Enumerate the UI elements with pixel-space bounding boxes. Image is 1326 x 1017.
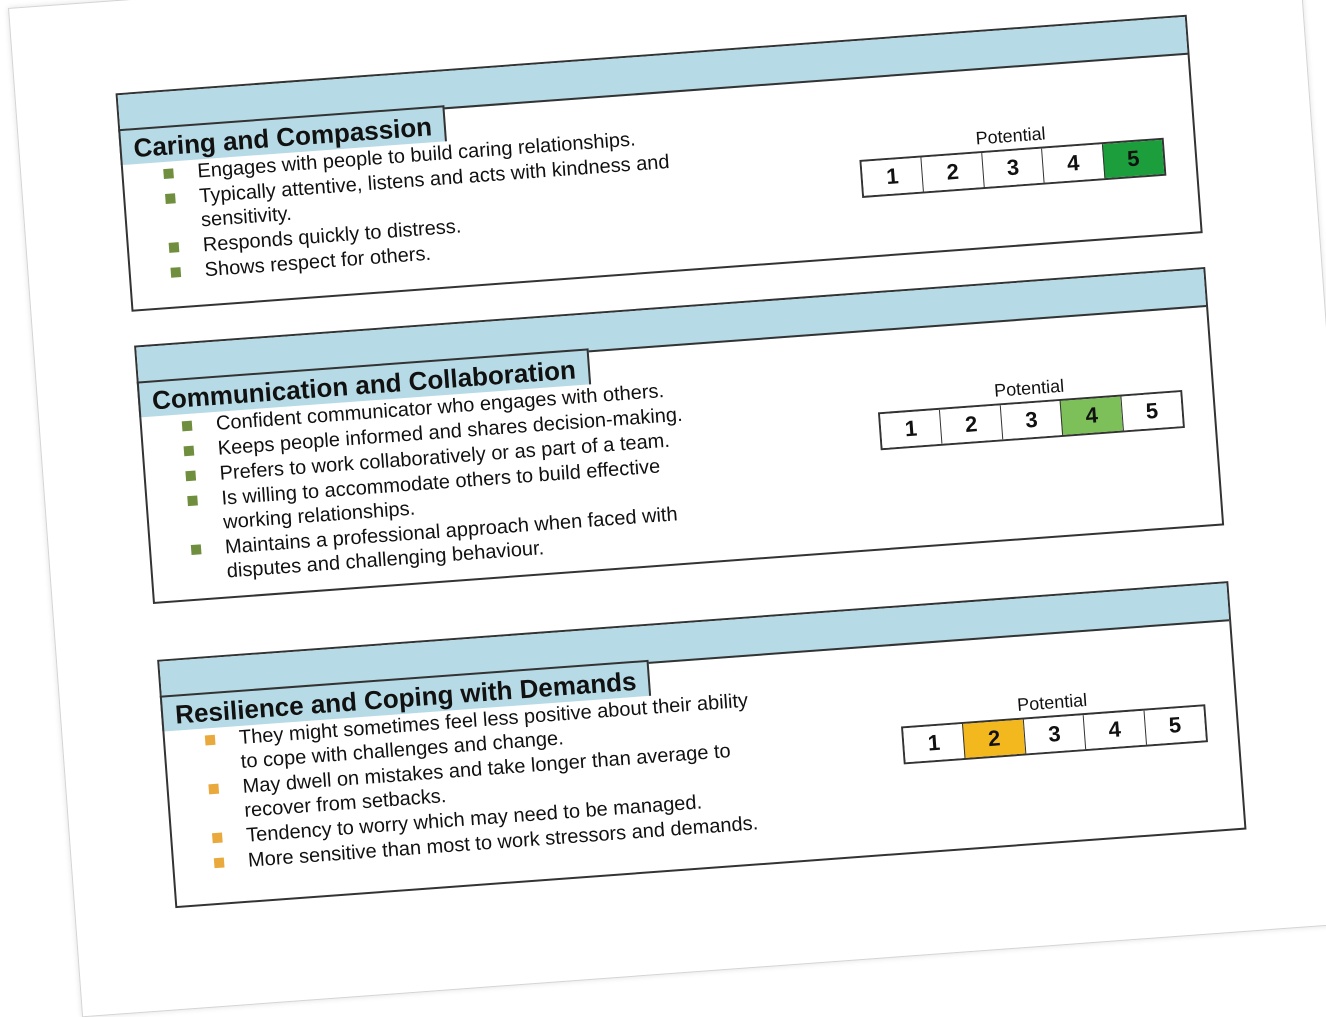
potential-cell-5: 5 (1143, 706, 1206, 745)
bullet-square-icon (183, 445, 195, 457)
potential-cell-5: 5 (1101, 139, 1165, 179)
potential-cell-1: 1 (880, 409, 942, 449)
bullet-square-icon (190, 544, 202, 556)
potential-cell-2: 2 (962, 719, 1026, 758)
bullet-square-icon (170, 267, 182, 278)
potential-cell-4: 4 (1059, 396, 1123, 435)
potential-cell-4: 4 (1082, 710, 1146, 750)
potential-cell-2: 2 (939, 405, 1003, 444)
bullet-square-icon (208, 783, 220, 795)
bullet-square-icon (168, 242, 180, 253)
bullet-square-icon (211, 832, 223, 844)
potential-cell-2: 2 (920, 153, 984, 192)
potential-cell-5: 5 (1120, 392, 1183, 431)
potential-cell-1: 1 (861, 157, 924, 196)
bullet-square-icon (163, 168, 174, 180)
potential-cell-3: 3 (981, 148, 1044, 188)
bullet-square-icon (181, 420, 193, 432)
bullet-square-icon (204, 734, 216, 746)
bullet-square-icon (213, 857, 225, 869)
panel-header-band (117, 16, 1188, 134)
report-page: Interpersonal Styles Caring and Compassi… (8, 0, 1326, 1017)
bullet-square-icon (165, 193, 176, 204)
panel-caring-compassion: Caring and Compassion Engages with peopl… (115, 14, 1203, 312)
bullet-square-icon (187, 495, 198, 507)
panel-communication-collaboration: Communication and Collaboration Confiden… (134, 267, 1225, 604)
potential-cell-3: 3 (999, 401, 1063, 440)
potential-cell-3: 3 (1022, 715, 1086, 754)
bullet-square-icon (185, 470, 197, 482)
potential-cell-1: 1 (903, 724, 965, 763)
panel-header-band (159, 583, 1230, 700)
panel-resilience-coping: Resilience and Coping with Demands They … (157, 581, 1247, 909)
potential-cell-4: 4 (1041, 144, 1105, 183)
